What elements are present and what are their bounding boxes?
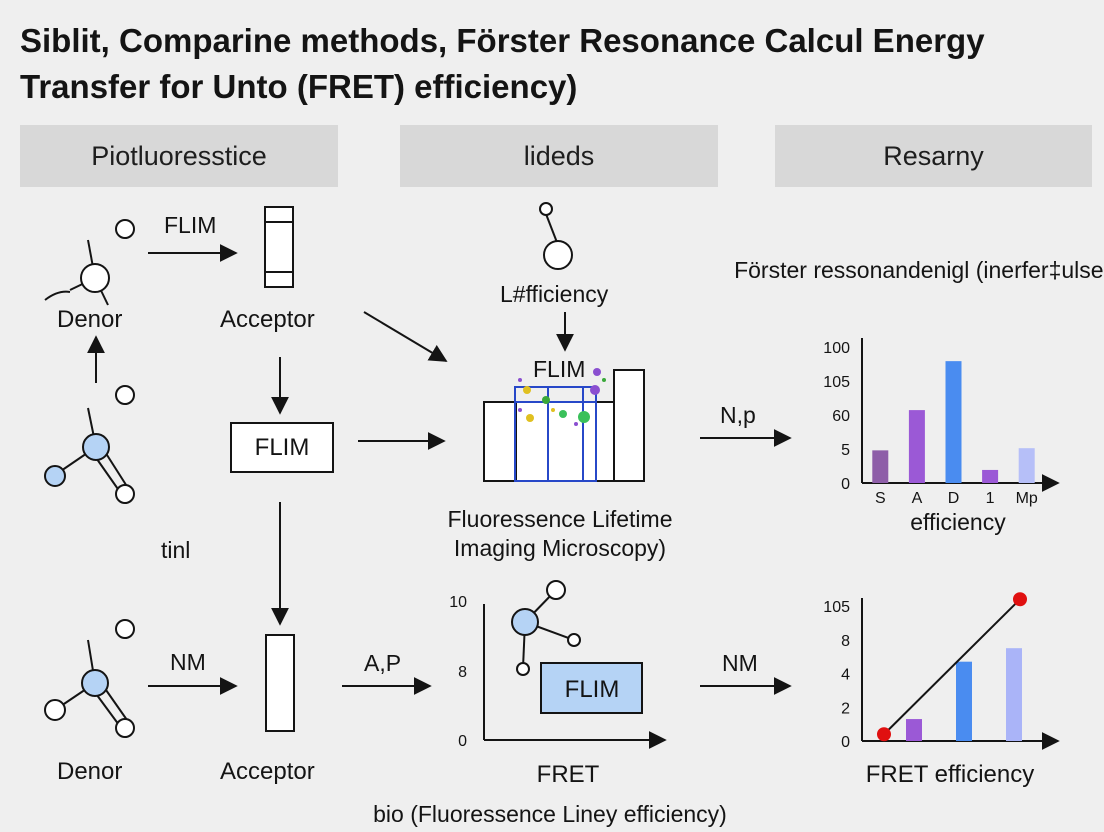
chart2-trend-line	[883, 598, 1021, 735]
chart1-bar	[945, 361, 962, 483]
mini-axis	[483, 604, 667, 749]
nm-left-label: NM	[170, 649, 206, 675]
fluorophore-dots	[518, 368, 606, 426]
small-circle	[115, 385, 135, 405]
donor-molecule-top	[44, 219, 135, 306]
np-label: N,p	[720, 402, 756, 428]
mini-axis-tick-bottom: 0	[458, 733, 467, 750]
fret-label: FRET	[537, 761, 600, 788]
chart2-y-tick: 105	[823, 599, 850, 616]
acceptor-column-icon	[264, 206, 294, 288]
chart1-y-tick: 5	[841, 442, 850, 459]
chart-bottom: 105 8 4 2 0 FRET efficiency	[823, 592, 1060, 788]
chart1-bar	[908, 410, 925, 483]
chart2-bar	[956, 661, 972, 741]
nm-right-label: NM	[722, 650, 758, 676]
chart2-y-tick: 8	[841, 633, 850, 650]
mini-axis-tick-top: 10	[449, 594, 467, 611]
fluorescence-line-2: Imaging Microscopy)	[454, 535, 666, 561]
chart-top: Förster ressonandenigl (inerfer‡ulselior…	[734, 257, 1104, 535]
chart2-y-tick: 2	[841, 700, 850, 717]
fluorescence-line-1: Fluoressence Lifetime	[448, 506, 673, 532]
acceptor-bar-bottom	[265, 634, 295, 732]
acceptor-label-top: Acceptor	[220, 306, 315, 333]
column-header-2: lideds	[400, 125, 718, 187]
mini-molecule	[511, 580, 581, 676]
center-molecule	[539, 202, 573, 270]
chart1-y-tick: 105	[823, 374, 850, 391]
chart2-y-tick: 4	[841, 667, 850, 684]
chart1-category-label: 1	[986, 490, 995, 507]
flim-box-label: FLIM	[255, 434, 310, 461]
chart2-x-label: FRET efficiency	[866, 761, 1035, 788]
donor-molecule-bottom	[44, 619, 135, 738]
flim-blue-label: FLIM	[565, 676, 620, 703]
tinl-label: tinl	[161, 537, 190, 563]
chart2-trend-point	[877, 727, 891, 742]
page-title: Siblit, Comparine methods, Förster Reson…	[20, 22, 985, 105]
efficiency-label: L#fficiency	[500, 281, 609, 307]
flim-blue-box	[540, 662, 643, 714]
chart1-category-label: Mp	[1016, 490, 1038, 507]
chart1-bar	[1018, 448, 1035, 483]
chart1-y-tick: 100	[823, 340, 850, 357]
chart1-x-label: efficiency	[910, 509, 1006, 535]
arrow-acceptor-center	[363, 311, 448, 362]
chart1-bar	[982, 469, 999, 483]
center-flim-label: FLIM	[533, 356, 585, 382]
chart1-title: Förster ressonandenigl (inerfer‡ulselior…	[734, 257, 1104, 283]
ap-label: A,P	[364, 650, 401, 676]
column-header-1: Piotluoresstice	[20, 125, 338, 187]
acceptor-label-bottom: Acceptor	[220, 758, 315, 785]
chart1-y-tick: 60	[832, 408, 850, 425]
donor-label-bottom: Denor	[57, 758, 122, 785]
chart1-category-label: A	[912, 490, 923, 507]
flim-box	[230, 422, 334, 473]
column-header-3: Resarny	[775, 125, 1092, 187]
chart2-trend-point	[1013, 592, 1027, 607]
footer-caption: bio (Fluoressence Liney efficiency)	[373, 801, 727, 827]
chart2-y-tick: 0	[841, 734, 850, 751]
chart2-bar	[906, 719, 922, 741]
top-flim-label: FLIM	[164, 212, 216, 238]
chart2-bar	[1006, 648, 1022, 741]
mini-axis-tick-middle: 8	[458, 664, 467, 681]
donor-molecule-middle	[44, 407, 135, 504]
chart1-category-label: D	[948, 490, 960, 507]
chart1-y-tick: 0	[841, 476, 850, 493]
donor-label-top: Denor	[57, 306, 122, 333]
chart1-category-label: S	[875, 490, 886, 507]
chart1-bar	[872, 450, 889, 483]
